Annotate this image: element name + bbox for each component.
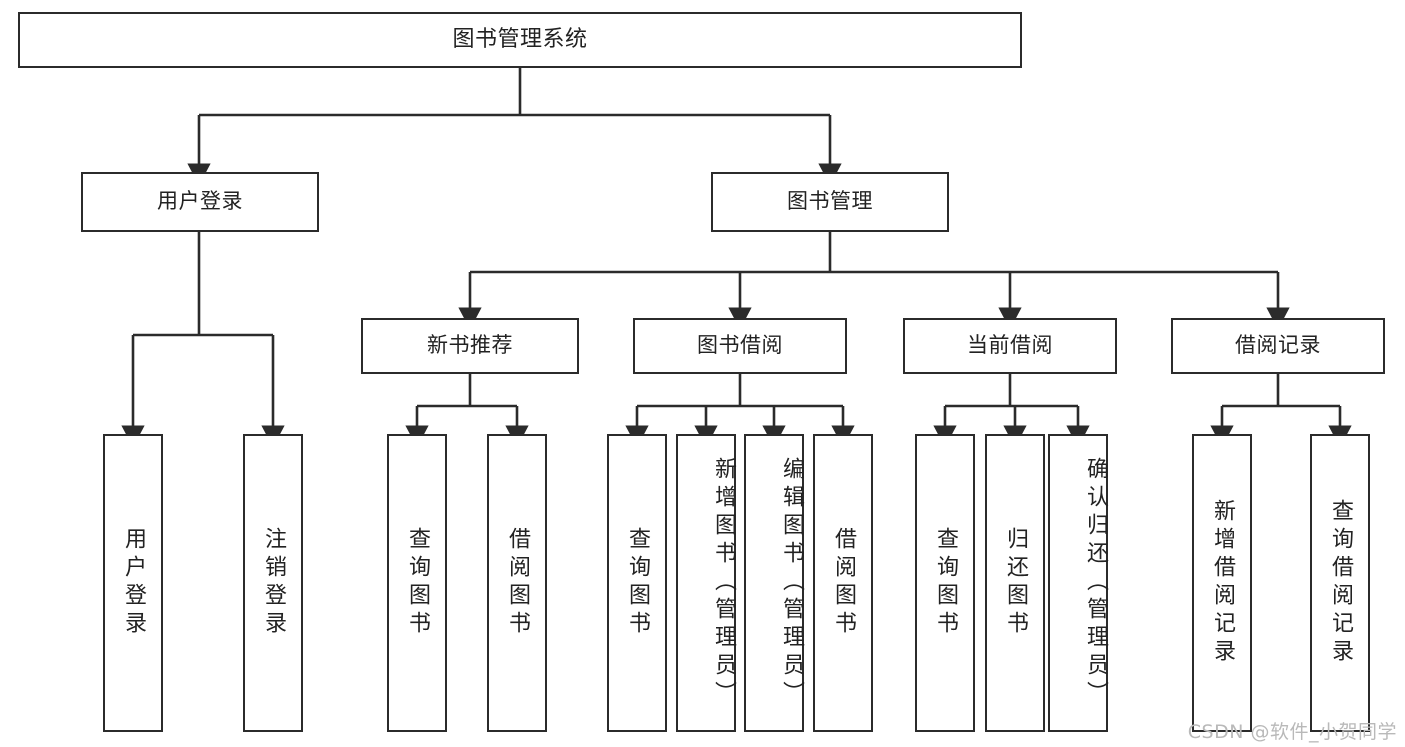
node-leaf-confirm-return-admin[interactable]: 确认归还（管理员）: [1048, 434, 1108, 732]
node-borrow-record[interactable]: 借阅记录: [1171, 318, 1385, 374]
node-label: 新增借阅记录: [1210, 499, 1235, 667]
node-label: 查询图书: [405, 527, 430, 639]
node-leaf-add-borrow-record[interactable]: 新增借阅记录: [1192, 434, 1252, 732]
node-leaf-edit-book-admin[interactable]: 编辑图书（管理员）: [744, 434, 804, 732]
node-label: 当前借阅: [967, 333, 1053, 358]
node-label: 图书借阅: [697, 333, 783, 358]
node-leaf-logout[interactable]: 注销登录: [243, 434, 303, 732]
node-label: 查询借阅记录: [1328, 499, 1353, 667]
node-label: 用户登录: [121, 527, 146, 639]
node-label: 新增图书（管理员）: [711, 457, 736, 709]
node-label: 归还图书: [1003, 527, 1028, 639]
node-new-book-recommend[interactable]: 新书推荐: [361, 318, 579, 374]
node-label: 查询图书: [933, 527, 958, 639]
node-leaf-query-book-recommend[interactable]: 查询图书: [387, 434, 447, 732]
node-leaf-borrow-book-recommend[interactable]: 借阅图书: [487, 434, 547, 732]
node-label: 编辑图书（管理员）: [779, 457, 804, 709]
node-leaf-borrow-book[interactable]: 借阅图书: [813, 434, 873, 732]
node-label: 确认归还（管理员）: [1083, 457, 1108, 709]
node-leaf-user-login[interactable]: 用户登录: [103, 434, 163, 732]
node-leaf-query-borrow-record[interactable]: 查询借阅记录: [1310, 434, 1370, 732]
node-leaf-return-book[interactable]: 归还图书: [985, 434, 1045, 732]
node-label: 借阅图书: [831, 527, 856, 639]
node-label: 借阅记录: [1235, 333, 1321, 358]
node-label: 图书管理: [787, 189, 873, 214]
node-label: 用户登录: [157, 189, 243, 214]
node-user-login[interactable]: 用户登录: [81, 172, 319, 232]
node-leaf-add-book-admin[interactable]: 新增图书（管理员）: [676, 434, 736, 732]
node-current-borrow[interactable]: 当前借阅: [903, 318, 1117, 374]
node-book-borrow[interactable]: 图书借阅: [633, 318, 847, 374]
node-label: 新书推荐: [427, 333, 513, 358]
node-root-book-management-system[interactable]: 图书管理系统: [18, 12, 1022, 68]
node-leaf-query-book-current[interactable]: 查询图书: [915, 434, 975, 732]
node-book-management[interactable]: 图书管理: [711, 172, 949, 232]
node-label: 借阅图书: [505, 527, 530, 639]
node-label: 查询图书: [625, 527, 650, 639]
node-label: 注销登录: [261, 527, 286, 639]
csdn-watermark: CSDN @软件_小贺同学: [1187, 721, 1397, 743]
node-leaf-query-book-borrow[interactable]: 查询图书: [607, 434, 667, 732]
node-label: 图书管理系统: [452, 26, 588, 52]
